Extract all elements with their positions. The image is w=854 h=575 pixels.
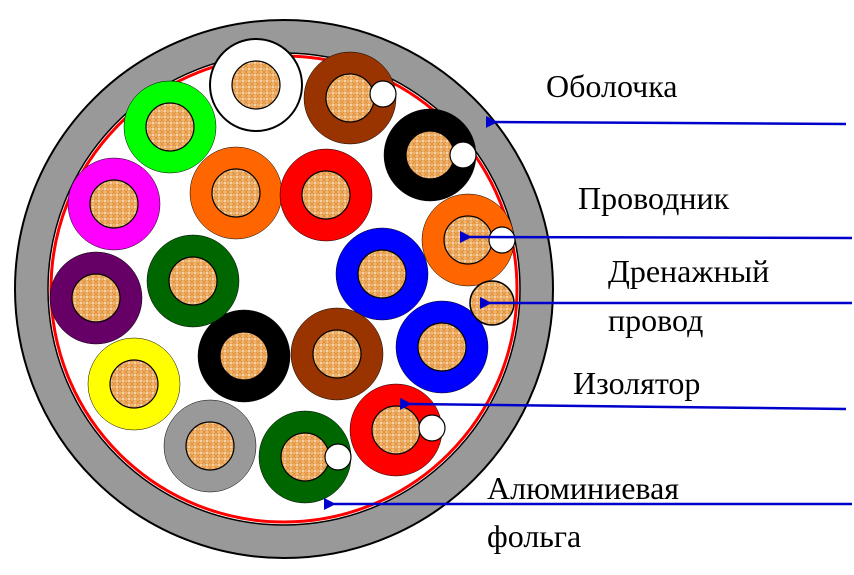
core-orange-outer-drain-strand (488, 226, 516, 254)
arrow-sheath (485, 115, 847, 128)
core-grey-conductor (185, 421, 235, 471)
core-blue-inner (395, 300, 489, 394)
core-red-inner (279, 148, 373, 242)
core-blue-inner-conductor (417, 322, 467, 372)
core-purple (49, 251, 143, 345)
core-white (209, 38, 303, 132)
core-red-inner-conductor (301, 170, 351, 220)
core-brown-outer (303, 51, 397, 145)
label-insulator: Изолятор (573, 365, 701, 401)
core-brown-inner-conductor (312, 329, 362, 379)
core-brown-inner (290, 307, 384, 401)
core-orange-outer (421, 193, 516, 287)
label-sheath: Оболочка (546, 68, 678, 104)
core-black-outer-conductor (405, 130, 455, 180)
core-black-outer (383, 108, 477, 202)
core-black-inner-conductor (219, 331, 269, 381)
label-drain-line2: провод (608, 302, 704, 338)
core-green-bottom (258, 410, 352, 504)
label-foil-line2: фольга (487, 518, 582, 554)
core-brown-outer-drain-strand (369, 80, 397, 108)
core-red-outer-conductor (371, 405, 421, 455)
core-magenta-conductor (89, 179, 139, 229)
core-blue-outer (335, 227, 429, 321)
core-orange-inner (189, 146, 283, 240)
core-light-green-conductor (145, 102, 195, 152)
core-grey (163, 399, 257, 493)
core-yellow-conductor (109, 359, 159, 409)
core-red-outer-drain-strand (418, 414, 446, 442)
core-green-inner (146, 234, 240, 328)
core-green-bottom-drain-strand (324, 443, 352, 471)
core-orange-inner-conductor (211, 168, 261, 218)
core-purple-conductor (71, 273, 121, 323)
core-black-inner (197, 309, 291, 403)
core-green-bottom-conductor (280, 432, 330, 482)
label-drain-line1: Дренажный (608, 253, 770, 289)
core-white-conductor (231, 60, 281, 110)
core-black-outer-drain-strand (449, 141, 477, 169)
arrow-conductor (459, 230, 853, 243)
label-foil-line1: Алюминиевая (487, 470, 679, 506)
cores-group (49, 38, 516, 504)
core-blue-outer-conductor (357, 249, 407, 299)
core-light-green (123, 80, 217, 174)
core-red-outer (349, 383, 446, 477)
core-orange-outer-conductor (443, 215, 493, 265)
core-magenta (67, 157, 161, 251)
arrows-group (324, 115, 853, 510)
core-yellow (87, 337, 181, 431)
label-conductor: Проводник (578, 180, 730, 216)
arrow-insulator (399, 397, 847, 411)
core-brown-outer-conductor (325, 73, 375, 123)
core-green-inner-conductor (168, 256, 218, 306)
